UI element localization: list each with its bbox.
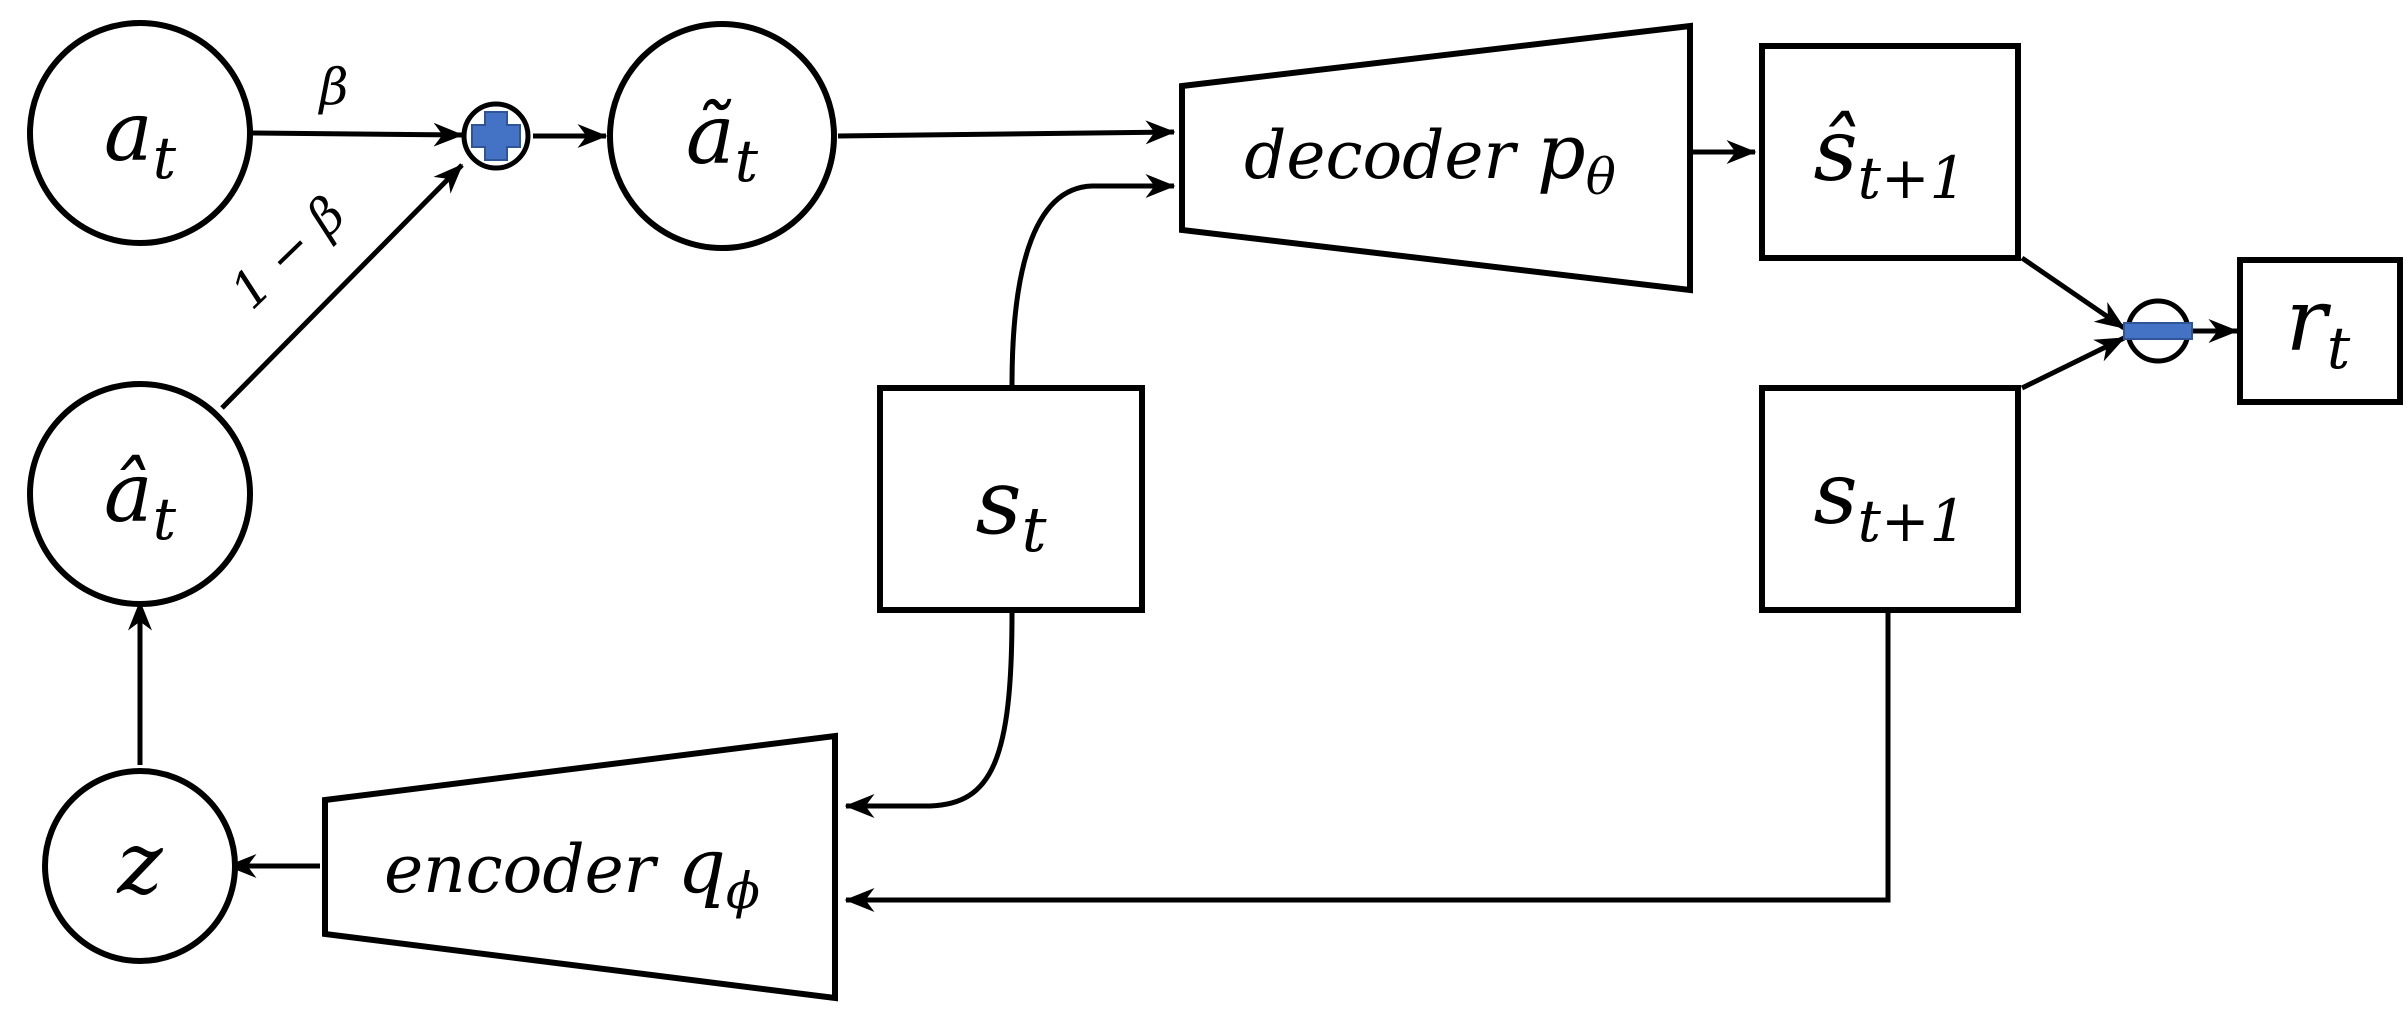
svg-text:st+1: st+1 [1814, 444, 1967, 555]
label-beta: β [318, 58, 349, 116]
edge-a-tilde-to-decoder [837, 120, 1176, 145]
node-s-next: st+1 [1759, 385, 2021, 613]
edge-a-t-to-sum [251, 122, 464, 147]
edge-s-t-to-decoder [1009, 174, 1176, 386]
svg-text:rt: rt [2286, 271, 2351, 382]
edge-s-t-to-encoder [844, 612, 1015, 818]
difference-operator [2123, 298, 2193, 364]
node-a-t: at [27, 20, 253, 246]
label-one-minus-beta: 1 − β [220, 185, 357, 320]
edge-a-hat-to-sum [220, 163, 464, 410]
svg-text:at: at [104, 85, 177, 192]
node-s-hat-next: ŝt+1 [1759, 43, 2021, 261]
sum-operator [461, 101, 531, 171]
svg-text:st: st [975, 450, 1046, 566]
svg-text:ŝt+1: ŝt+1 [1814, 101, 1967, 212]
svg-text:ât: ât [104, 446, 177, 553]
node-z: z [42, 768, 238, 964]
node-s-t: st [877, 385, 1145, 613]
node-a-tilde: ãt [607, 21, 837, 251]
node-a-hat: ât [27, 381, 253, 607]
edge-s-next-to-encoder [844, 613, 1891, 912]
svg-text:ãt: ãt [686, 88, 759, 195]
node-r-t: rt [2237, 257, 2403, 405]
edge-s-hat-next-to-difference [2020, 255, 2126, 331]
edge-s-next-to-difference [2020, 335, 2126, 391]
svg-text:z: z [116, 814, 163, 914]
